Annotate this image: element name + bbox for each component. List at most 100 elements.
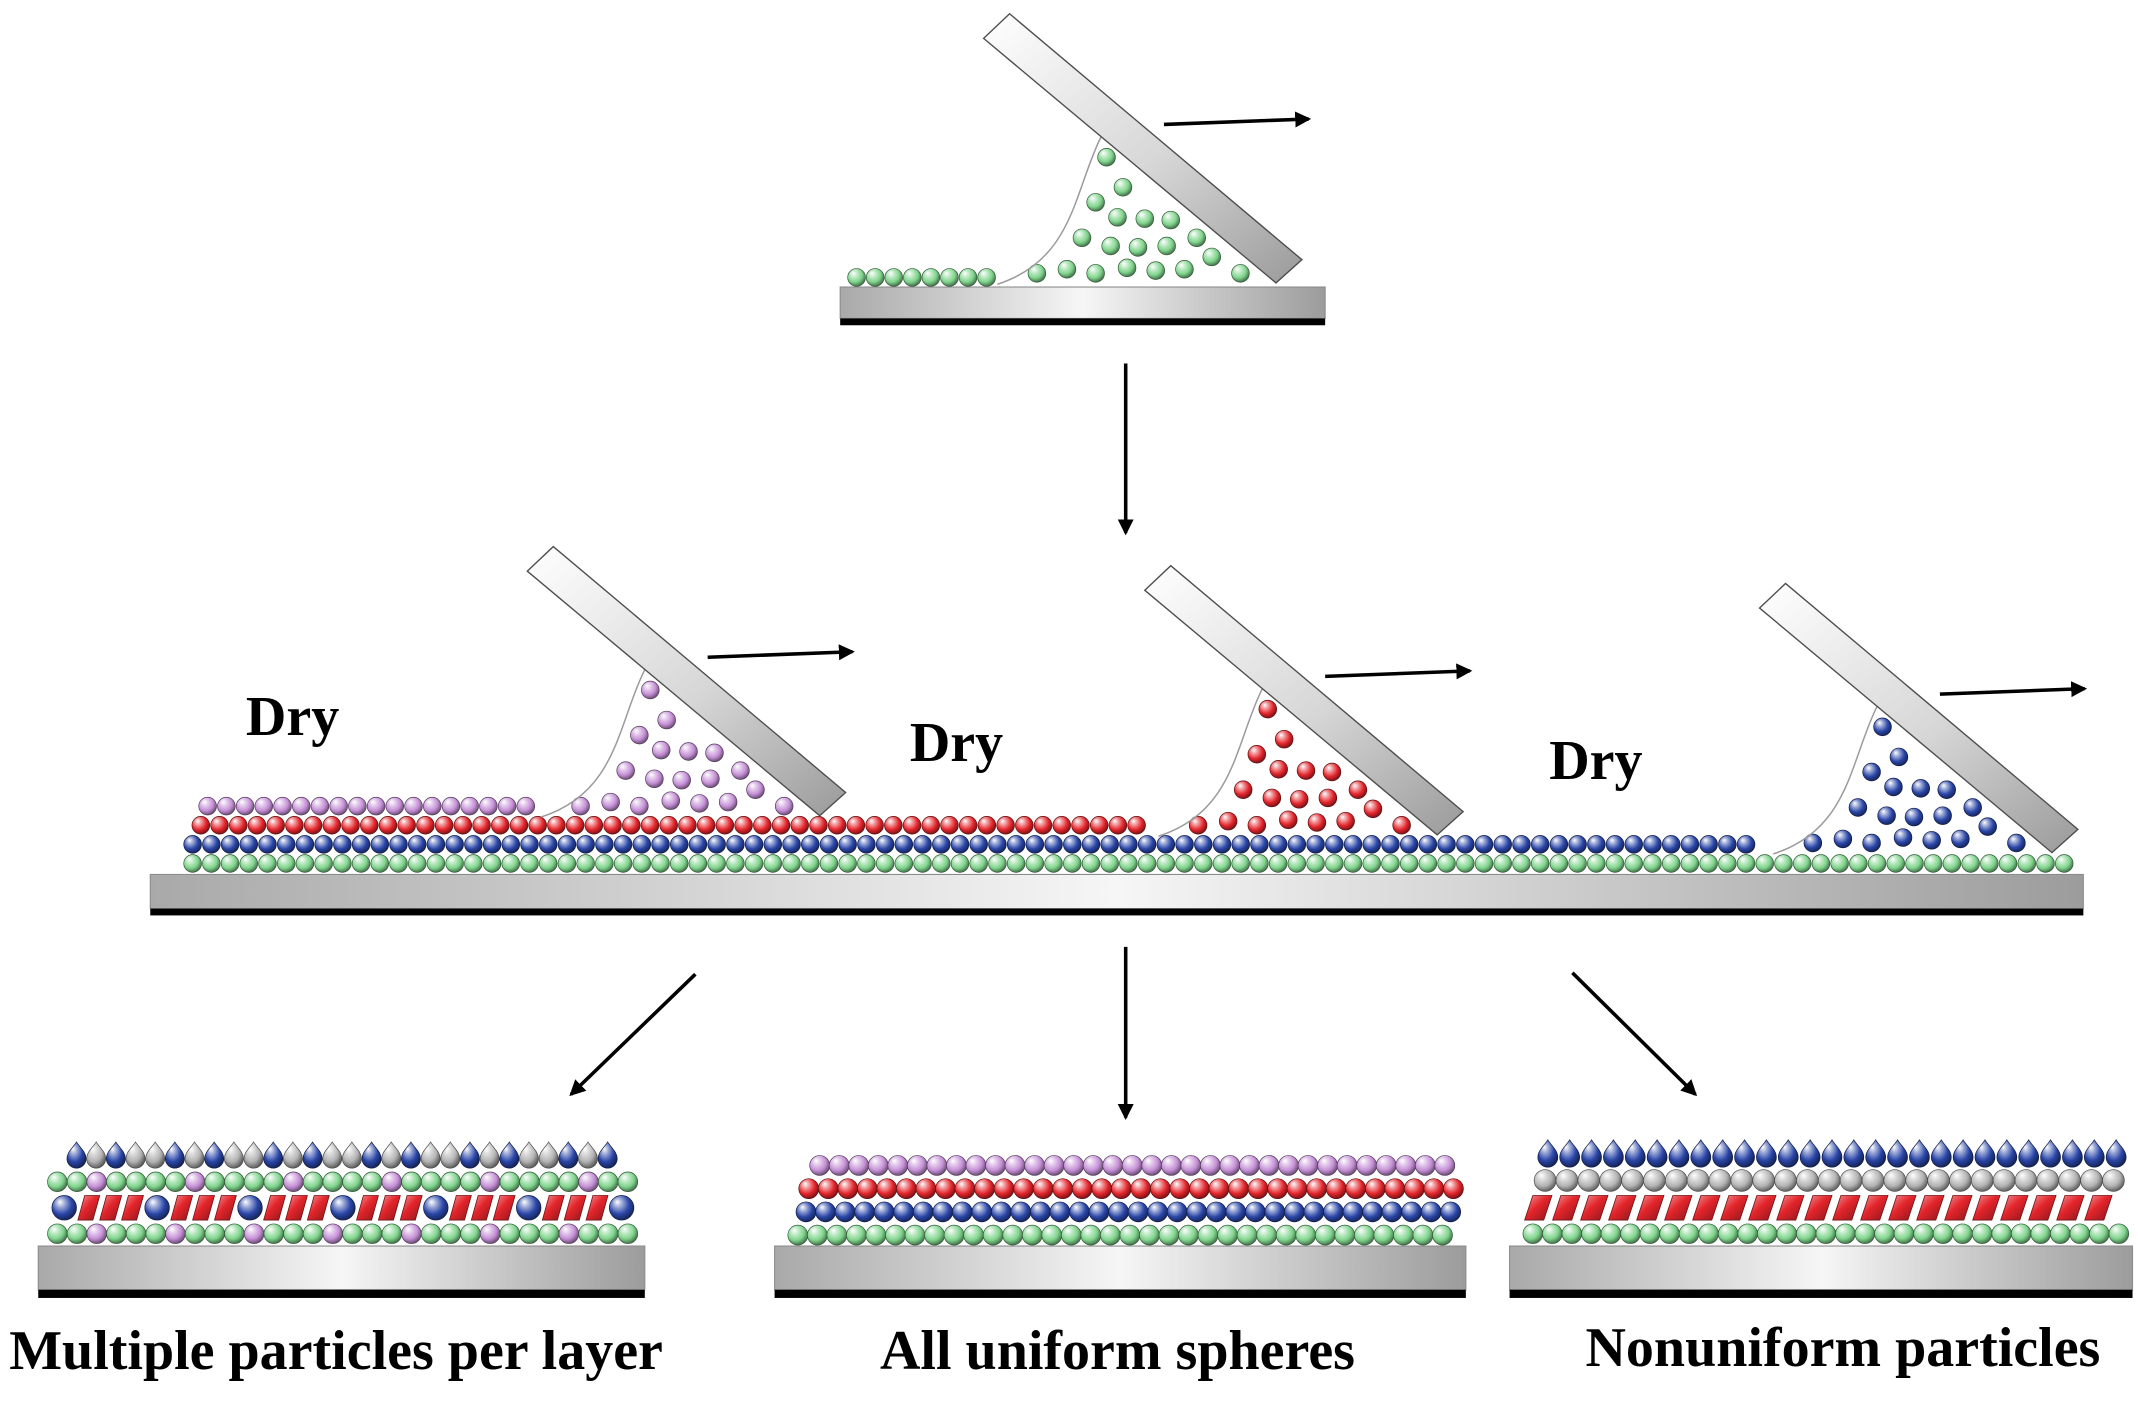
green-sphere	[1913, 1223, 1934, 1244]
red-platelet	[448, 1195, 472, 1221]
blue-sphere	[202, 835, 221, 854]
red-sphere	[798, 1178, 820, 1199]
gray-teardrop-particle	[440, 1141, 461, 1169]
middle-panel-sequential-coating	[149, 545, 2084, 916]
blue-teardrop-particle	[263, 1141, 284, 1169]
blue-sphere	[1922, 831, 1941, 850]
green-sphere	[1893, 1223, 1915, 1244]
blue-sphere	[932, 835, 951, 854]
green-sphere	[370, 854, 390, 873]
red-platelet	[2084, 1195, 2113, 1221]
gray-sphere	[1817, 1169, 1841, 1192]
green-sphere	[1991, 1223, 2012, 1244]
gray-sphere	[1796, 1169, 1819, 1192]
red-sphere	[1233, 780, 1253, 799]
blue-sphere	[801, 835, 820, 854]
green-sphere	[276, 854, 296, 873]
green-sphere	[389, 854, 408, 873]
red-sphere	[896, 1178, 917, 1199]
purple-sphere	[907, 1155, 928, 1176]
red-sphere	[996, 816, 1015, 835]
blue-sphere	[873, 1201, 895, 1223]
gray-sphere	[1861, 1169, 1885, 1192]
blue-teardrop-particle	[1712, 1139, 1734, 1168]
blue-sphere	[1933, 806, 1952, 825]
blue-sphere	[1568, 835, 1587, 854]
blue-sphere	[237, 1195, 263, 1221]
substrate-base-line	[840, 318, 1326, 326]
green-sphere	[519, 1171, 540, 1193]
red-sphere	[846, 816, 866, 835]
blue-teardrop-particle	[460, 1141, 480, 1169]
blue-sphere	[912, 1201, 934, 1223]
blue-sphere	[1862, 762, 1881, 782]
blue-sphere	[1081, 835, 1101, 854]
purple-sphere	[329, 796, 348, 816]
blue-sphere	[838, 835, 857, 854]
gray-teardrop-particle	[145, 1141, 166, 1169]
blue-sphere	[1231, 835, 1250, 854]
blue-sphere	[1225, 1201, 1247, 1223]
blue-teardrop-particle	[105, 1141, 126, 1169]
purple-sphere	[1004, 1155, 1026, 1176]
green-sphere	[1456, 854, 1475, 873]
caption-multiple-particles-per-layer: Multiple particles per layer	[9, 1320, 663, 1382]
blue-sphere	[1166, 1201, 1188, 1223]
green-sphere	[2069, 1223, 2090, 1244]
red-platelet	[1944, 1195, 1973, 1221]
green-sphere	[183, 854, 202, 873]
green-sphere	[499, 1223, 521, 1244]
blue-sphere	[1030, 1201, 1051, 1223]
substrate-slab	[149, 873, 2084, 910]
red-sphere	[1262, 788, 1282, 808]
purple-sphere	[86, 1171, 107, 1193]
gray-sphere	[1664, 1169, 1688, 1192]
purple-sphere	[1239, 1155, 1260, 1176]
green-sphere	[1178, 1224, 1199, 1246]
blue-teardrop-particle	[1624, 1139, 1646, 1168]
green-sphere	[950, 854, 970, 873]
red-sphere	[1218, 811, 1238, 831]
blue-teardrop-particle	[1952, 1139, 1974, 1168]
green-sphere	[1334, 1224, 1356, 1246]
purple-sphere	[404, 796, 423, 816]
red-sphere	[715, 816, 735, 835]
purple-sphere	[946, 1155, 967, 1176]
coating-direction-arrow	[707, 644, 855, 661]
green-sphere	[47, 1171, 68, 1193]
green-sphere	[1393, 1224, 1414, 1246]
green-sphere	[539, 1223, 560, 1244]
red-sphere	[1189, 1178, 1210, 1199]
green-sphere	[1561, 1223, 1583, 1244]
blue-sphere	[1069, 1201, 1090, 1223]
green-sphere	[838, 854, 857, 873]
blue-teardrop-particle	[1974, 1139, 1996, 1168]
blue-sphere	[1420, 1201, 1442, 1223]
purple-sphere	[1043, 1155, 1065, 1176]
blue-sphere	[815, 1201, 836, 1223]
red-sphere	[266, 816, 285, 835]
green-sphere	[1659, 1223, 1680, 1244]
blue-sphere	[516, 1195, 542, 1221]
green-sphere	[1113, 178, 1133, 197]
blue-sphere	[1323, 1201, 1344, 1223]
green-sphere	[1306, 854, 1325, 873]
red-sphere	[1013, 1178, 1034, 1199]
blue-sphere	[258, 835, 277, 854]
blue-sphere	[854, 1201, 875, 1223]
green-sphere	[145, 1171, 166, 1193]
blue-sphere	[1862, 833, 1881, 853]
dry-label: Dry	[910, 712, 1003, 774]
green-sphere	[1932, 1223, 1954, 1244]
blue-sphere	[1587, 835, 1606, 854]
blue-teardrop-particle	[1559, 1139, 1581, 1168]
blue-sphere	[950, 835, 970, 854]
red-sphere	[1015, 816, 1034, 835]
substrate-slab	[37, 1245, 646, 1291]
red-sphere	[1033, 816, 1053, 835]
purple-sphere	[401, 1223, 422, 1244]
coating-direction-arrow	[1325, 663, 1473, 680]
green-sphere	[1128, 238, 1148, 257]
red-sphere	[1258, 699, 1277, 719]
